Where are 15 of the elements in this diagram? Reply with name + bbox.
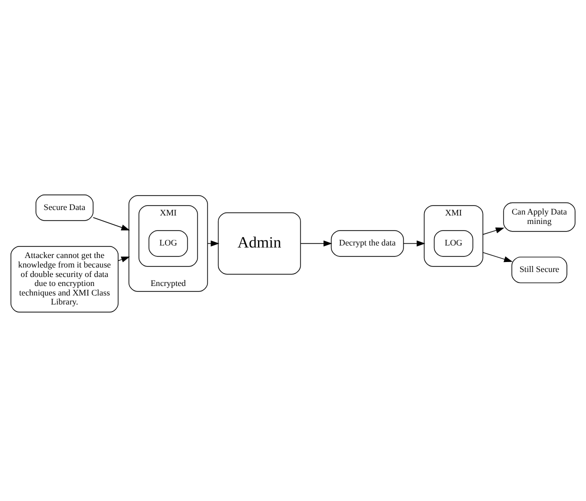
node-box: LOG [434,230,474,256]
node-box: Admin [218,212,301,274]
arrow [92,216,130,230]
arrow [403,240,426,246]
node-box: Attacker cannot get the knowledge from it because of double security of data due to encryption techniques and XMI Class Library. [10,246,119,312]
node-box: Still Secure [511,256,568,283]
arrow [482,252,513,262]
node-box: Can Apply Data mining [503,202,576,232]
arrow [118,256,130,262]
node-box: LOG [148,230,188,256]
arrow [300,240,332,246]
node-box: Secure Data [36,194,94,220]
arrow [482,226,504,234]
node-box: Decrypt the data [330,230,404,256]
arrow [207,240,220,246]
